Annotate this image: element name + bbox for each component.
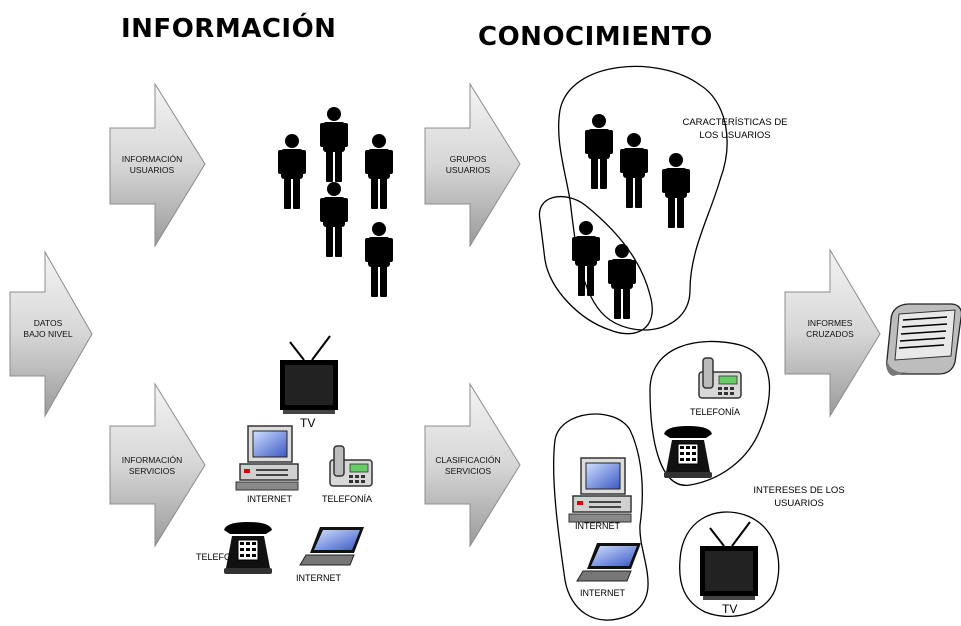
internet-label: INTERNET: [580, 588, 625, 598]
arrow-informacion-usuarios: [109, 82, 206, 248]
tv-label: TV: [722, 602, 738, 616]
printed-report-icon: [885, 303, 961, 376]
tv-icon: [699, 521, 759, 601]
group-outline-bottom: [538, 196, 653, 335]
person-icon: [585, 114, 613, 189]
tv-label: TV: [300, 416, 316, 430]
telefono-partial-label: TELEFO: [196, 552, 232, 562]
black-phone-icon: [223, 521, 273, 575]
telefonia-label: TELEFONÍA: [322, 494, 373, 504]
computer-icon: [568, 457, 632, 523]
cluster-tv: [679, 511, 780, 618]
arrow-informes-cruzados: [784, 248, 881, 418]
laptop-icon: [299, 526, 365, 566]
desk-phone-icon: [698, 357, 742, 399]
desk-phone-icon: [329, 445, 373, 487]
arrow-clasificacion-servicios: [424, 382, 521, 548]
person-icon: [365, 222, 393, 297]
group-outline-top: [557, 65, 728, 331]
arrow-informacion-servicios: [109, 382, 206, 548]
internet-label: INTERNET: [575, 521, 620, 531]
user-figures-ungrouped: [278, 107, 393, 297]
telefonia-label: TELEFONÍA: [690, 407, 741, 417]
computer-icon: [235, 425, 299, 491]
tv-icon: [279, 335, 339, 415]
arrow-datos-bajo-nivel: [9, 250, 93, 418]
person-icon: [278, 134, 306, 209]
heading-informacion: INFORMACIÓN: [121, 14, 337, 44]
cluster-internet: [553, 413, 649, 621]
person-icon: [365, 134, 393, 209]
person-icon: [620, 133, 648, 208]
heading-conocimiento: CONOCIMIENTO: [478, 22, 713, 52]
black-phone-icon: [663, 425, 713, 479]
laptop-icon: [576, 542, 642, 582]
internet-label: INTERNET: [247, 494, 292, 504]
person-icon: [320, 182, 348, 257]
internet-label: INTERNET: [296, 573, 341, 583]
user-figures-group-bottom: [572, 221, 636, 319]
arrow-grupos-usuarios: [424, 82, 521, 248]
person-icon: [320, 107, 348, 182]
person-icon: [662, 153, 690, 228]
